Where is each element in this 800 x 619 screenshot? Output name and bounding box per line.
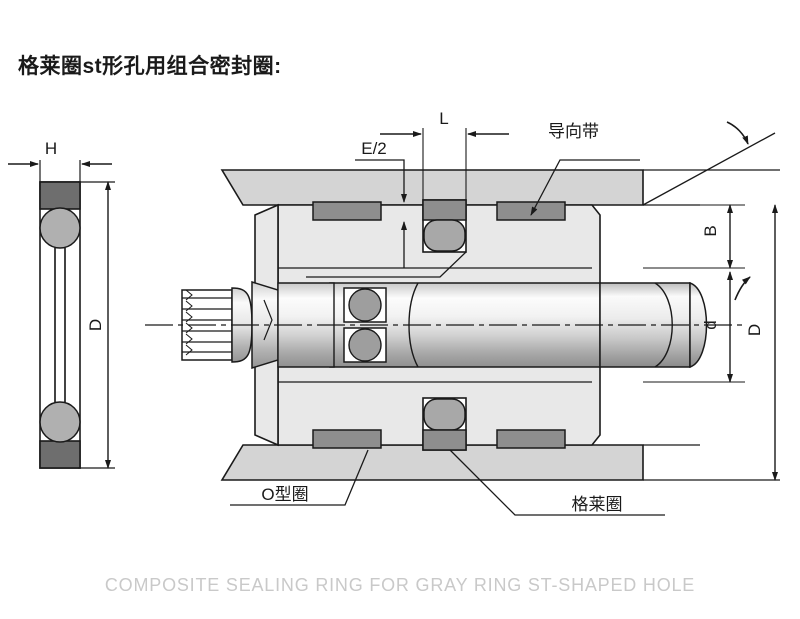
- figure-caption: COMPOSITE SEALING RING FOR GRAY RING ST-…: [104, 575, 696, 595]
- dimension-D-left-view: D: [78, 181, 115, 469]
- callout-guide-band: 导向带: [530, 122, 640, 216]
- glyd-ring-bottom: [422, 429, 467, 451]
- shaft-oring-lower: [348, 328, 382, 362]
- seal-assembly-top: [422, 199, 467, 253]
- leader-line-guide-band: [530, 159, 640, 216]
- dimension-E2: E/2: [355, 139, 407, 268]
- dim-leader-E2-down: [355, 159, 407, 203]
- internal-leader-top: [306, 251, 467, 278]
- dimension-B: B: [643, 204, 745, 269]
- dimension-label-B: B: [701, 225, 720, 236]
- dimension-label-E2: E/2: [361, 139, 387, 158]
- dimension-d: d: [643, 271, 745, 383]
- shaft-oring-groove-upper: [343, 287, 387, 323]
- callout-label-guide-band: 导向带: [548, 122, 599, 141]
- shaft-oring-upper: [348, 288, 382, 322]
- dimension-H: H: [8, 139, 112, 190]
- seal-top-oring: [39, 207, 81, 249]
- guide-band-bottom-left: [312, 429, 382, 449]
- callout-label-o-ring: O型圈: [261, 485, 308, 504]
- seal-top-cap: [39, 181, 81, 210]
- callout-label-glyd-ring: 格莱圈: [572, 495, 623, 514]
- collar-chamfer-mark: [263, 299, 273, 341]
- o-ring-top: [423, 219, 466, 252]
- leader-line-glyd-ring: [449, 449, 665, 516]
- dimension-label-D-main: D: [745, 324, 764, 336]
- callout-o-ring: O型圈: [230, 449, 369, 506]
- guide-band-bottom-right: [496, 429, 566, 449]
- left-seal-view: H D: [8, 139, 115, 469]
- dimension-label-H: H: [45, 139, 57, 158]
- detail-slant-line: [642, 132, 776, 206]
- seal-bottom-cap: [39, 440, 81, 469]
- dimension-label-d: d: [701, 320, 720, 329]
- guide-band-top-right: [496, 201, 566, 221]
- dimension-label-D-left: D: [86, 319, 105, 331]
- shaft-oring-groove-lower: [343, 327, 387, 363]
- leader-line-o-ring: [230, 449, 369, 506]
- detail-pointer-arrow: [642, 121, 776, 301]
- detail-curved-arrow: [726, 121, 749, 145]
- guide-band-top-left: [312, 201, 382, 221]
- dimension-label-L: L: [439, 109, 448, 128]
- thread-profile: [185, 289, 193, 356]
- shaft-left-segment: [277, 282, 335, 368]
- glyd-ring-top: [422, 199, 467, 221]
- page-title: 格莱圈st形孔用组合密封圈:: [18, 55, 282, 78]
- o-ring-bottom: [423, 398, 466, 431]
- seal-assembly-bottom: [422, 397, 467, 451]
- detail-curved-arrow-2: [734, 276, 751, 301]
- main-assembly-view: L E/2 导向带 B: [145, 109, 780, 516]
- seal-bottom-oring: [39, 401, 81, 443]
- dimension-D-main: D: [745, 204, 778, 481]
- dimension-L: L: [380, 109, 509, 200]
- callout-glyd-ring: 格莱圈: [449, 449, 665, 516]
